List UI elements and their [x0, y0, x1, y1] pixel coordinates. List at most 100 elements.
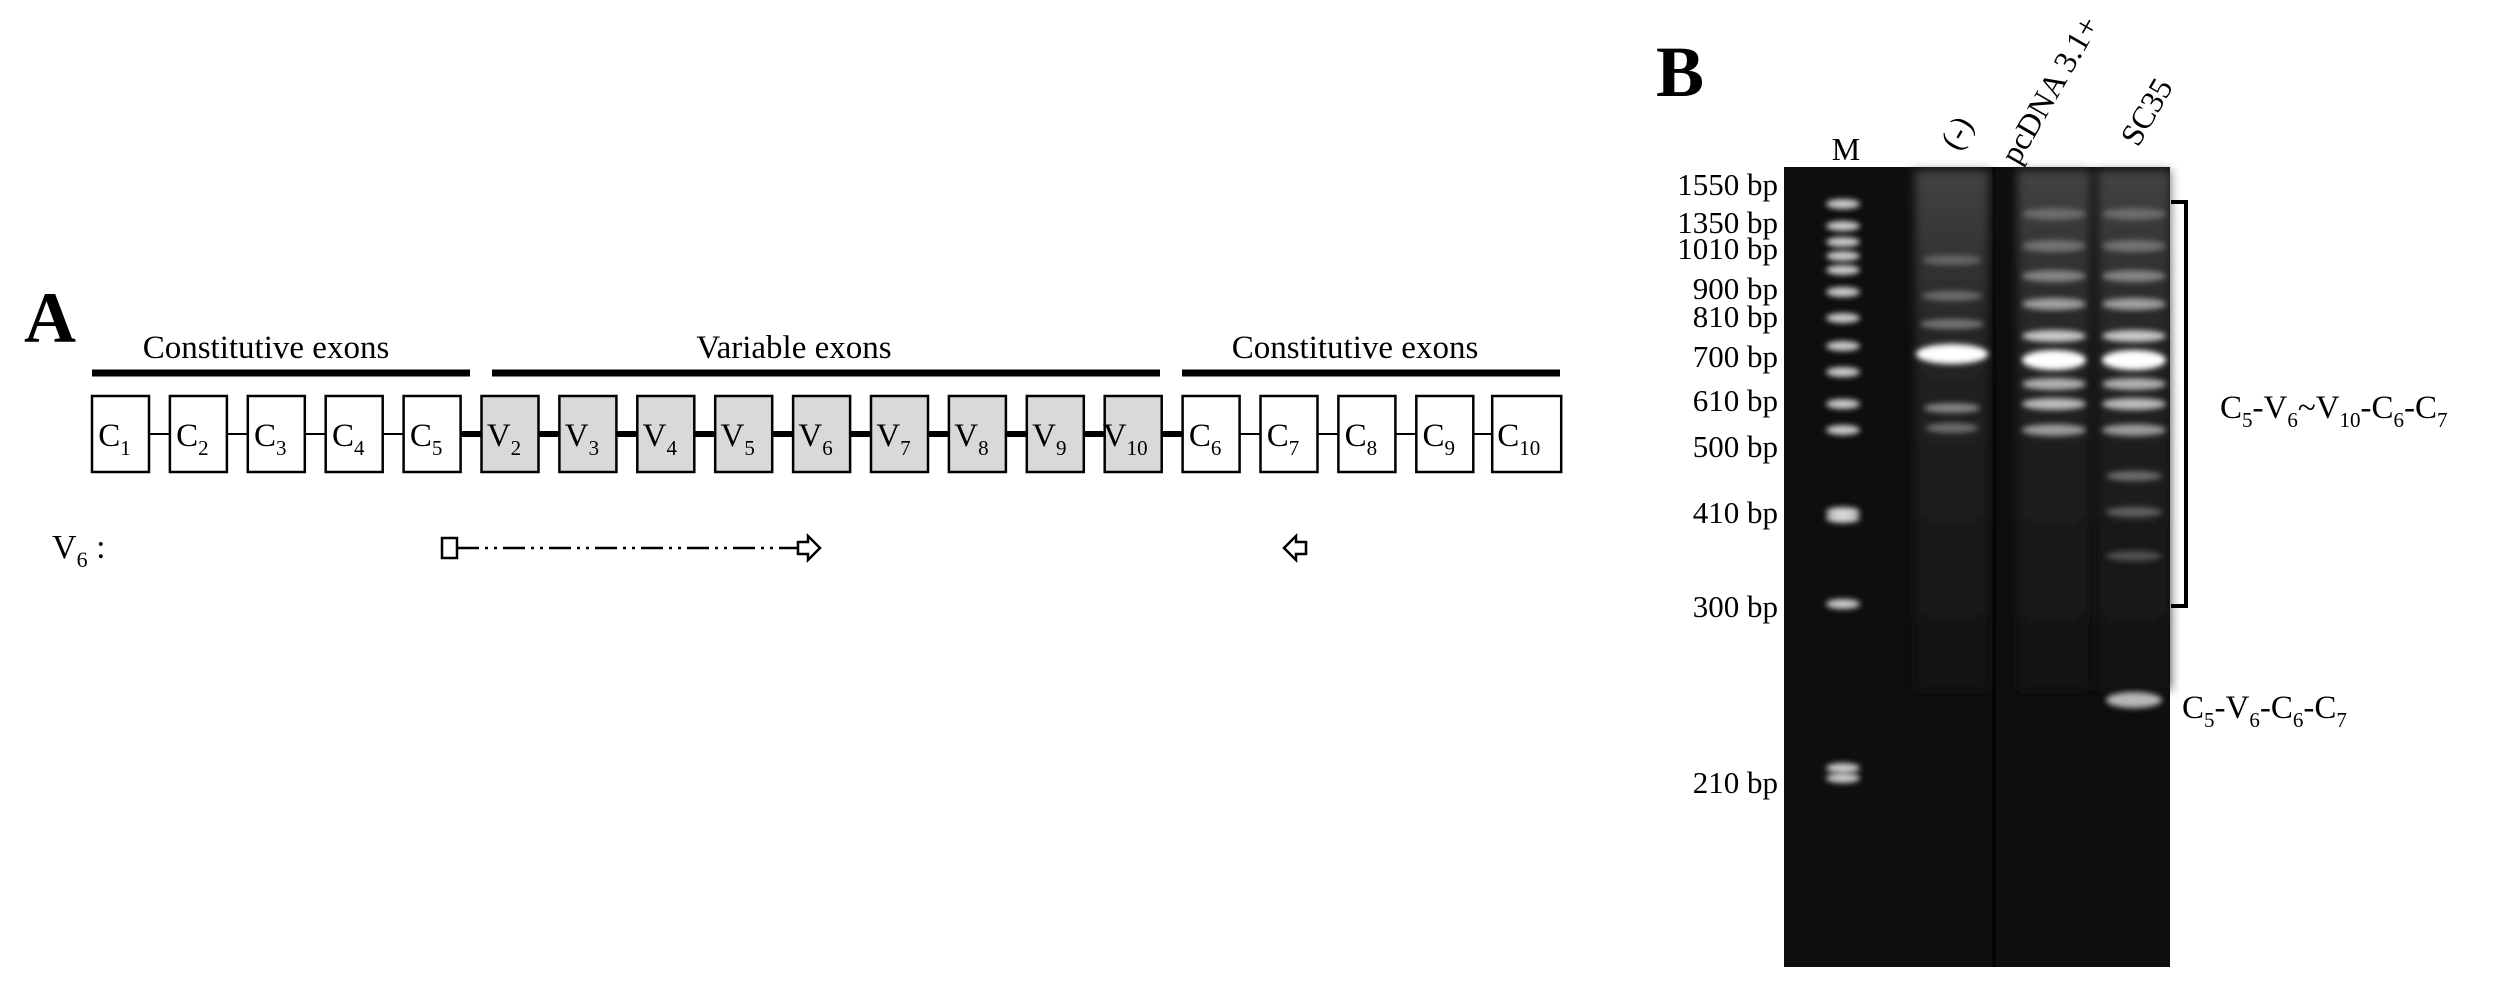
lane-band [2022, 208, 2086, 220]
ladder-band [1826, 425, 1860, 435]
exon-box-c7 [1259, 394, 1319, 474]
marker-label: 700 bp [1693, 339, 1778, 374]
lane-band [2022, 350, 2086, 370]
exon-label: V7 [876, 418, 910, 460]
lane-band [2102, 398, 2166, 410]
reverse-primer-arrow-icon [1282, 532, 1308, 564]
exon-box-v7 [869, 394, 930, 474]
lane-band [2022, 298, 2086, 310]
lane-band [1922, 291, 1982, 301]
lane-band [2102, 330, 2166, 342]
exon-box-v4 [636, 394, 696, 474]
lane-band [2022, 378, 2086, 390]
exon-label: V4 [643, 418, 678, 460]
ladder-band [1826, 265, 1860, 275]
ladder-band [1826, 313, 1860, 323]
lane-band [2102, 270, 2166, 282]
lane-band [2106, 471, 2162, 481]
lane-band [2022, 270, 2086, 282]
exon-label: V2 [487, 418, 521, 460]
lane-band [1924, 403, 1980, 413]
lane-band [2106, 507, 2162, 517]
exon-label: C10 [1497, 418, 1540, 460]
exon-label: V9 [1032, 418, 1066, 460]
exon-box-c5 [402, 394, 462, 474]
ladder-band [1826, 341, 1860, 351]
lane-band [1922, 255, 1982, 265]
exon-box-c3 [246, 394, 307, 474]
exon-label: V6 [798, 418, 832, 460]
product-label-long: C5-V6~V10-C6-C7 [2220, 390, 2448, 432]
exon-label: V5 [721, 418, 755, 460]
exon-label: C9 [1423, 418, 1456, 460]
ladder-band [1826, 763, 1860, 773]
ladder-band [1826, 221, 1860, 231]
exon-box-v9 [1025, 394, 1086, 474]
exon-box-c8 [1337, 394, 1397, 474]
exon-box-c4 [324, 394, 384, 474]
marker-label: 810 bp [1693, 299, 1778, 334]
gel-lanes [1826, 170, 2171, 783]
lane-band [2022, 398, 2086, 410]
marker-label: 410 bp [1693, 495, 1778, 530]
exon-box-c2 [168, 394, 229, 474]
lane-label-marker: M [1832, 131, 1860, 167]
lane-band [2102, 424, 2166, 436]
panel-b-label: B [1656, 32, 1704, 112]
exon-label: V10 [1103, 418, 1148, 460]
lane-band [2102, 350, 2166, 370]
panel-a-label: A [24, 278, 76, 358]
group-label-variable: Variable exons [696, 330, 891, 366]
exon-label: C4 [332, 418, 365, 460]
exon-label: V3 [565, 418, 599, 460]
lane-band [2102, 378, 2166, 390]
ladder-band [1826, 773, 1860, 783]
forward-primer-arrow-icon [796, 532, 822, 564]
marker-label: 1550 bp [1677, 167, 1778, 202]
primer-label: V6 : [52, 529, 106, 572]
product-label-short: C5-V6-C6-C7 [2182, 690, 2347, 732]
lane-band [2106, 551, 2162, 561]
ladder-band [1826, 199, 1860, 209]
lane-band [2102, 240, 2166, 252]
exon-label: C1 [98, 418, 131, 460]
lane-band [2102, 208, 2166, 220]
exon-box-v2 [480, 394, 540, 474]
marker-label: 1010 bp [1677, 231, 1778, 266]
exon-box-c10 [1490, 394, 1563, 474]
exon-box-v6 [791, 394, 852, 474]
marker-label: 300 bp [1693, 589, 1778, 624]
ladder-band [1826, 251, 1860, 261]
lane-band [1920, 319, 1984, 329]
exon-label: C5 [410, 418, 443, 460]
lane-band [2102, 298, 2166, 310]
ladder-band [1826, 513, 1860, 523]
exon-box-v5 [713, 394, 774, 474]
exon-label: C6 [1189, 418, 1222, 460]
exon-label: C8 [1345, 418, 1378, 460]
product-bracket [2171, 200, 2188, 608]
marker-label: 900 bp [1693, 271, 1778, 306]
marker-label: 610 bp [1693, 383, 1778, 418]
lane-label-sc35: SC35 [2113, 72, 2180, 152]
group-label-constitutive-left: Constitutive exons [143, 330, 390, 366]
exon-label: C7 [1267, 418, 1300, 460]
ladder-band [1826, 287, 1860, 297]
exon-box-c1 [90, 394, 151, 474]
ladder-band [1826, 399, 1860, 409]
primer-start-box [440, 536, 459, 560]
exon-label: C3 [254, 418, 287, 460]
lane-band [1916, 344, 1988, 364]
ladder-band [1826, 237, 1860, 247]
exon-label: C2 [176, 418, 209, 460]
exon-box-v3 [558, 394, 618, 474]
ladder-band [1826, 599, 1860, 609]
exon-box-c9 [1415, 394, 1475, 474]
lane-band [2106, 692, 2162, 708]
marker-label: 1350 bp [1677, 205, 1778, 240]
marker-label: 500 bp [1693, 429, 1778, 464]
